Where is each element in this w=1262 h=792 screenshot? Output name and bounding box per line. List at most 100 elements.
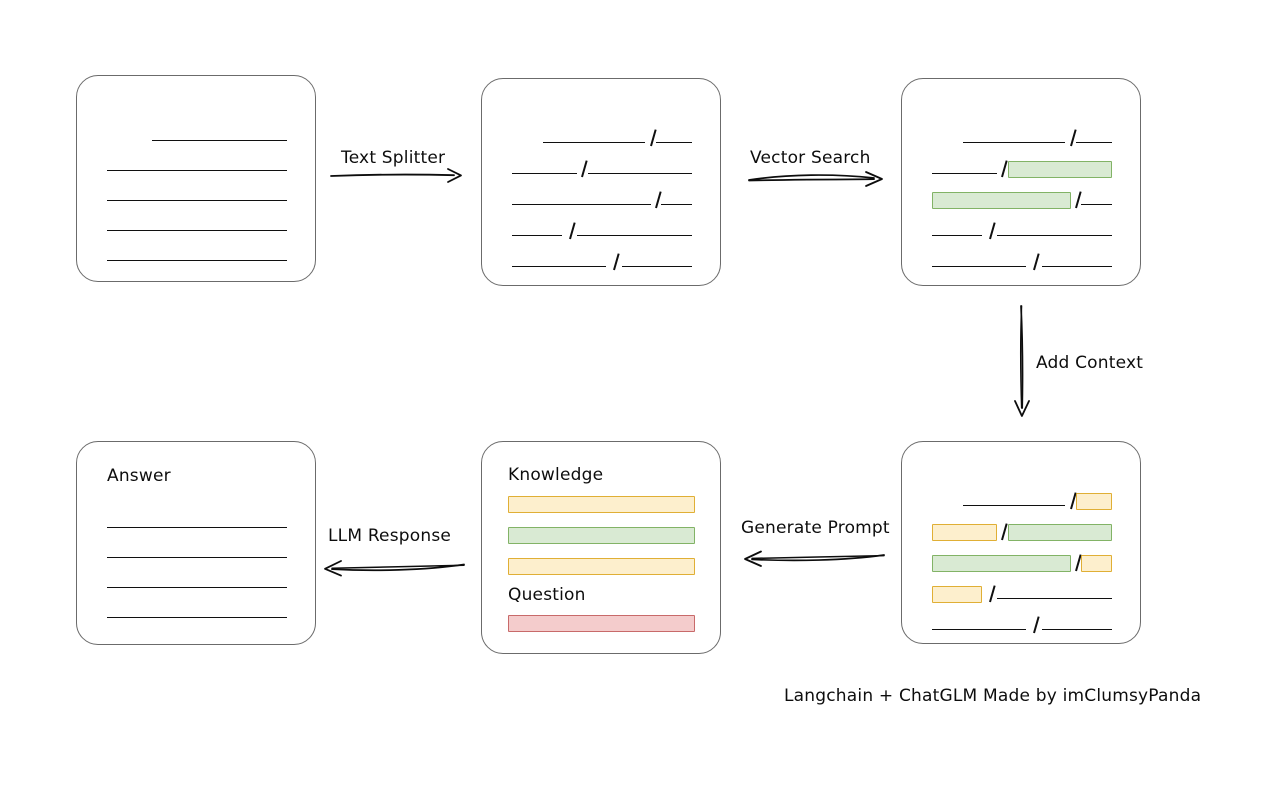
text-segment [1041, 629, 1112, 630]
text-line [902, 218, 1140, 240]
text-line [902, 581, 1140, 603]
text-segment [962, 142, 1066, 143]
text-line [902, 249, 1140, 271]
text-segment [107, 527, 287, 528]
text-line [77, 600, 315, 618]
arrow-label-add-context: Add Context [1036, 353, 1144, 373]
prompt-knowledge-bar-2 [508, 527, 695, 544]
highlight-segment-green [1007, 524, 1112, 541]
answer-title: Answer [107, 466, 171, 486]
chunk-separator-slash [1001, 523, 1008, 541]
arrow-label-llm-response: LLM Response [328, 526, 452, 546]
text-segment [932, 266, 1026, 267]
text-segment [932, 629, 1026, 630]
highlight-segment-green [932, 192, 1071, 209]
chunk-separator-slash [1001, 160, 1008, 178]
text-line [902, 156, 1140, 178]
card-context-chunks[interactable] [901, 441, 1141, 644]
arrow-label-generate-prompt: Generate Prompt [741, 518, 890, 538]
chunk-separator-slash [988, 222, 996, 240]
highlight-segment-yellow [932, 586, 983, 603]
text-line [482, 218, 720, 240]
text-segment [996, 235, 1112, 236]
text-line [902, 612, 1140, 634]
text-line [77, 510, 315, 528]
highlight-segment-yellow [932, 524, 997, 541]
card-answer[interactable]: Answer [76, 441, 316, 645]
text-segment [962, 505, 1066, 506]
chunk-separator-slash [581, 160, 588, 178]
card-matched-chunks-lines [902, 79, 1140, 285]
text-segment [152, 140, 287, 141]
chunk-separator-slash [649, 129, 657, 147]
arrow-label-vector-search: Vector Search [750, 148, 871, 168]
text-line [902, 488, 1140, 510]
highlight-segment-yellow [1081, 555, 1112, 572]
highlight-segment-green [1007, 161, 1112, 178]
text-line [482, 156, 720, 178]
chunk-separator-slash [568, 222, 576, 240]
text-segment [107, 260, 287, 261]
card-answer-lines [77, 442, 315, 644]
text-line [482, 125, 720, 147]
arrow-generate-prompt [738, 548, 886, 568]
chunk-separator-slash [988, 585, 996, 603]
card-context-chunks-lines [902, 442, 1140, 643]
text-segment [512, 204, 651, 205]
highlight-segment-green [932, 555, 1071, 572]
text-line [902, 125, 1140, 147]
text-segment [656, 142, 692, 143]
prompt-question-label: Question [508, 585, 586, 605]
text-segment [512, 173, 577, 174]
card-matched-chunks[interactable] [901, 78, 1141, 286]
text-segment [996, 598, 1112, 599]
text-line [77, 540, 315, 558]
text-segment [1081, 204, 1112, 205]
text-line [77, 213, 315, 231]
text-segment [621, 266, 692, 267]
card-split-chunks[interactable] [481, 78, 721, 286]
arrow-vector-search [748, 168, 888, 188]
chunk-separator-slash [1069, 129, 1077, 147]
text-segment [932, 235, 983, 236]
prompt-knowledge-label: Knowledge [508, 465, 604, 485]
text-line [482, 249, 720, 271]
text-line [902, 187, 1140, 209]
text-line [77, 243, 315, 261]
chunk-separator-slash [1032, 616, 1040, 634]
arrow-text-splitter [330, 166, 466, 184]
text-line [902, 550, 1140, 572]
arrow-llm-response [320, 558, 466, 578]
card-prompt[interactable]: Knowledge Question [481, 441, 721, 654]
arrow-add-context [1012, 305, 1034, 419]
text-segment [576, 235, 692, 236]
prompt-knowledge-bar-1 [508, 496, 695, 513]
prompt-question-bar-1 [508, 615, 695, 632]
text-segment [512, 235, 563, 236]
text-segment [587, 173, 692, 174]
arrow-label-text-splitter: Text Splitter [341, 148, 446, 168]
text-segment [107, 170, 287, 171]
text-line [77, 570, 315, 588]
diagram-caption: Langchain + ChatGLM Made by imClumsyPand… [784, 686, 1202, 706]
text-segment [107, 617, 287, 618]
text-line [77, 153, 315, 171]
chunk-separator-slash [1032, 253, 1040, 271]
text-segment [107, 230, 287, 231]
text-segment [1041, 266, 1112, 267]
card-split-chunks-lines [482, 79, 720, 285]
text-segment [932, 173, 997, 174]
text-line [902, 519, 1140, 541]
card-source-document-lines [77, 76, 315, 281]
text-line [482, 187, 720, 209]
card-source-document[interactable] [76, 75, 316, 282]
text-line [77, 123, 315, 141]
prompt-knowledge-bar-3 [508, 558, 695, 575]
text-segment [512, 266, 606, 267]
text-segment [107, 557, 287, 558]
text-line [77, 183, 315, 201]
chunk-separator-slash [612, 253, 620, 271]
chunk-separator-slash [655, 191, 662, 209]
text-segment [107, 587, 287, 588]
